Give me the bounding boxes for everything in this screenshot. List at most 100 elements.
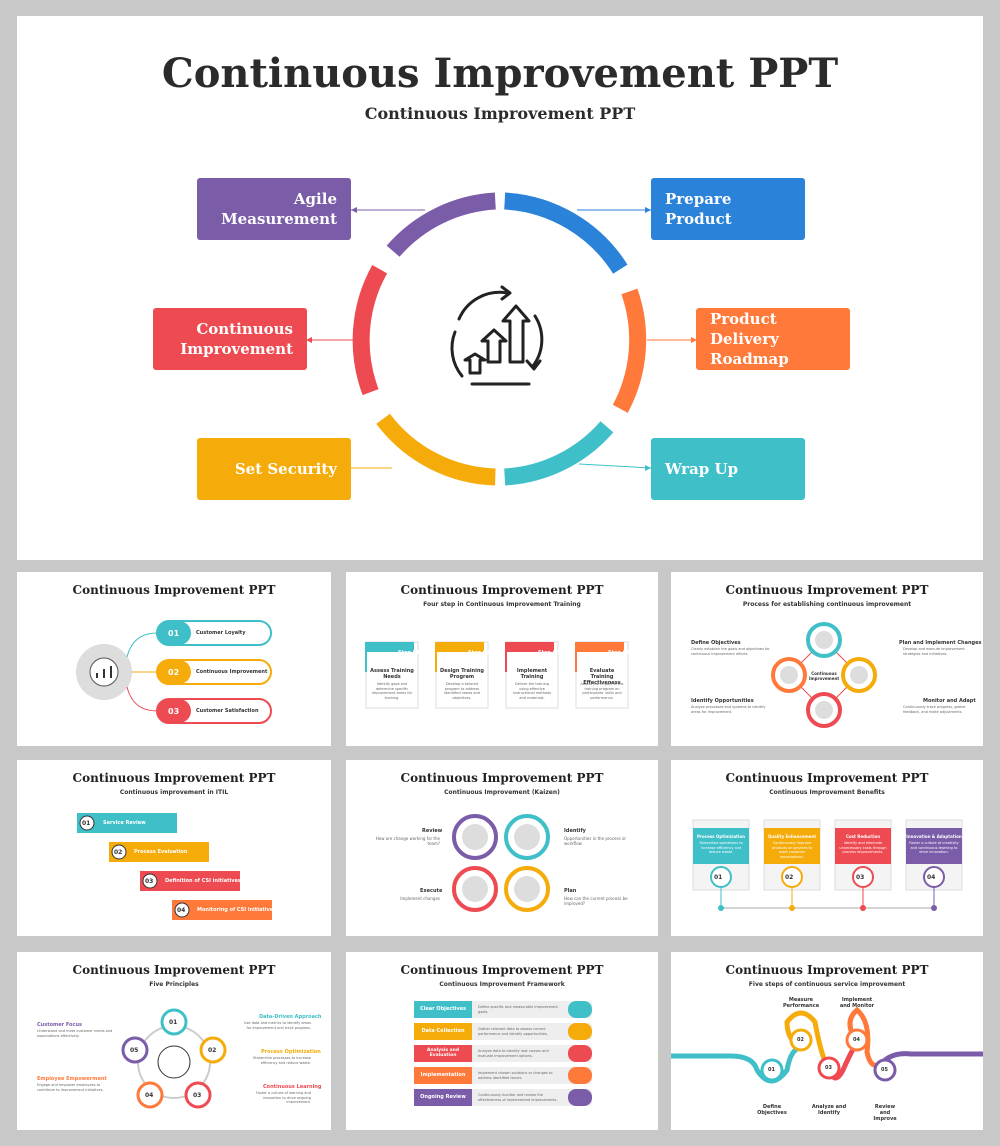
- t9-label-4: Implement and Monitor: [839, 997, 875, 1009]
- thumb-subtitle: Continuous improvement in ITIL: [119, 789, 229, 796]
- t2-step-1: Step 01: [398, 650, 420, 656]
- t5-head-1: Review: [422, 828, 443, 834]
- ring-segment-yellow: [376, 413, 496, 486]
- t2-desc-2: Develop a tailored program to address id…: [444, 682, 480, 700]
- t5-desc-4: How can the current process be improved?: [564, 896, 628, 906]
- t2-head-3: Implement Training: [516, 668, 548, 680]
- t8-head-3: Analysis and Evaluation: [426, 1048, 460, 1058]
- thumb8-graphic: [414, 1001, 592, 1106]
- t9-label-2: Measure Performance: [783, 997, 820, 1009]
- main-slide[interactable]: Continuous Improvement PPT Continuous Im…: [17, 16, 983, 560]
- t8-desc-3: Analyze data to identify root causes and…: [478, 1049, 549, 1058]
- t3-desc-2: Develop and execute improvement strategi…: [903, 647, 965, 656]
- thumbnail-slide-8[interactable]: Continuous Improvement PPT Continuous Im…: [346, 952, 658, 1130]
- t8-head-4: Implementation: [420, 1072, 466, 1078]
- connector-wrap: [578, 463, 652, 469]
- t9-num-2: 02: [797, 1037, 804, 1043]
- t8-desc-2: Gather relevant data to assess current p…: [478, 1027, 548, 1036]
- t4-label-2: Process Evaluation: [134, 849, 188, 855]
- t7-head-1: Customer Focus: [37, 1022, 82, 1028]
- t3-desc-3: Analyze processes and systems to identif…: [691, 705, 766, 714]
- t7-desc-3: Streamline processes to increase efficie…: [252, 1056, 311, 1065]
- t1-num-3: 03: [168, 707, 180, 716]
- t3-head-3: Identify Opportunities: [691, 698, 754, 704]
- page-title: Continuous Improvement PPT: [161, 50, 839, 97]
- thumbnail-slide-2[interactable]: Continuous Improvement PPT Four step in …: [346, 572, 658, 746]
- thumb-title: Continuous Improvement PPT: [400, 583, 604, 597]
- t4-label-1: Service Review: [103, 820, 146, 826]
- thumbnail-slide-9[interactable]: Continuous Improvement PPT Five steps of…: [671, 952, 983, 1130]
- t8-desc-1: Define specific and measurable improveme…: [478, 1005, 558, 1014]
- thumb-title: Continuous Improvement PPT: [725, 771, 929, 785]
- t8-head-2: Data Collection: [421, 1028, 465, 1034]
- t3-desc-4: Continuously track progress, gather feed…: [903, 705, 966, 714]
- t2-head-1: Assess Training Needs: [370, 668, 414, 680]
- t8-desc-5: Continuously monitor and review the effe…: [478, 1093, 558, 1102]
- thumb6-graphic: [692, 819, 963, 911]
- thumb4-graphic: [77, 813, 272, 920]
- thumb-title: Continuous Improvement PPT: [725, 963, 929, 977]
- t9-label-5: Review and Improve: [873, 1104, 897, 1122]
- t3-head-1: Define Objectives: [691, 640, 741, 646]
- t2-step-4: Step 04: [608, 650, 630, 656]
- ring-segment-purple: [386, 192, 496, 257]
- t7-head-4: Employee Empowerment: [37, 1076, 107, 1082]
- t7-num-3: 03: [193, 1092, 202, 1099]
- thumb-subtitle: Five Principles: [149, 981, 199, 988]
- continuous-improvement-box[interactable]: Continuous Improvement: [153, 308, 307, 370]
- t2-step-3: Step 03: [538, 650, 560, 656]
- t6-head-1: Process Optimization: [697, 834, 745, 839]
- thumb-title: Continuous Improvement PPT: [400, 771, 604, 785]
- thumb-title: Continuous Improvement PPT: [72, 583, 276, 597]
- t2-head-2: Design Training Program: [440, 668, 484, 680]
- prepare-product-box[interactable]: Prepare Product: [651, 178, 805, 240]
- t7-desc-2: Use data and metrics to identify areas f…: [243, 1021, 311, 1030]
- thumbnail-slide-4[interactable]: Continuous Improvement PPT Continuous im…: [17, 760, 331, 936]
- t6-num-4: 04: [927, 874, 936, 881]
- t4-num-2: 02: [114, 849, 123, 856]
- t7-desc-5: Foster a culture of learning and innovat…: [256, 1091, 311, 1104]
- cycle-diagram: [306, 192, 697, 486]
- t1-num-1: 01: [168, 629, 180, 638]
- t2-desc-1: Identify gaps and determine specific imp…: [371, 682, 413, 700]
- ring-segment-red: [352, 265, 388, 396]
- thumbnail-slide-7[interactable]: Continuous Improvement PPT Five Principl…: [17, 952, 331, 1130]
- t2-head-4: Evaluate Training Effectiveness: [583, 668, 621, 686]
- t1-label-2: Continuous Improvement: [196, 669, 268, 675]
- t6-desc-4: Foster a culture of creativity and conti…: [909, 841, 959, 854]
- agile-measurement-box[interactable]: Agile Measurement: [197, 178, 351, 240]
- t5-desc-1: How are change working for the team?: [375, 836, 440, 846]
- thumb-subtitle: Continuous Improvement Framework: [439, 981, 565, 988]
- t6-num-3: 03: [856, 874, 865, 881]
- thumb-title: Continuous Improvement PPT: [725, 583, 929, 597]
- t7-num-5: 05: [130, 1047, 139, 1054]
- t7-head-5: Continuous Learning: [263, 1084, 322, 1090]
- t2-desc-4: Assess the impact of the training progra…: [580, 682, 624, 700]
- thumbnail-slide-3[interactable]: Continuous Improvement PPT Process for e…: [671, 572, 983, 746]
- t5-head-3: Execute: [420, 888, 443, 894]
- thumbnail-slide-5[interactable]: Continuous Improvement PPT Continuous Im…: [346, 760, 658, 936]
- t6-desc-3: Identify and eliminate unnecessary costs…: [839, 841, 887, 854]
- thumb-title: Continuous Improvement PPT: [72, 963, 276, 977]
- t9-num-1: 01: [768, 1067, 775, 1073]
- thumbnail-slide-1[interactable]: Continuous Improvement PPT 01 Customer L…: [17, 572, 331, 746]
- t5-desc-2: Opportunities in the process or workflow: [564, 836, 627, 846]
- t8-head-5: Ongoing Review: [420, 1094, 466, 1100]
- t9-num-3: 03: [825, 1065, 832, 1071]
- t7-head-2: Data-Driven Approach: [259, 1014, 322, 1020]
- wrap-up-box[interactable]: Wrap Up: [651, 438, 805, 500]
- thumb-subtitle: Four step in Continuous Improvement Trai…: [423, 601, 581, 608]
- t3-desc-1: Clearly establish the goals and objectiv…: [691, 647, 770, 656]
- thumbnail-slide-6[interactable]: Continuous Improvement PPT Continuous Im…: [671, 760, 983, 936]
- thumb-subtitle: Five steps of continuous service improve…: [748, 981, 906, 988]
- t9-label-3: Analyze and Identify: [811, 1104, 847, 1116]
- t8-head-1: Clear Objectives: [420, 1006, 466, 1012]
- t3-head-2: Plan and Implement Changes: [899, 640, 982, 646]
- set-security-box[interactable]: Set Security: [197, 438, 351, 500]
- t7-head-3: Process Optimization: [261, 1049, 321, 1055]
- t7-num-4: 04: [145, 1092, 154, 1099]
- growth-arrows-icon: [450, 285, 544, 386]
- t7-desc-1: Understand and meet customer needs and e…: [37, 1029, 113, 1038]
- thumb-title: Continuous Improvement PPT: [72, 771, 276, 785]
- product-delivery-roadmap-box[interactable]: Product Delivery Roadmap: [696, 308, 850, 370]
